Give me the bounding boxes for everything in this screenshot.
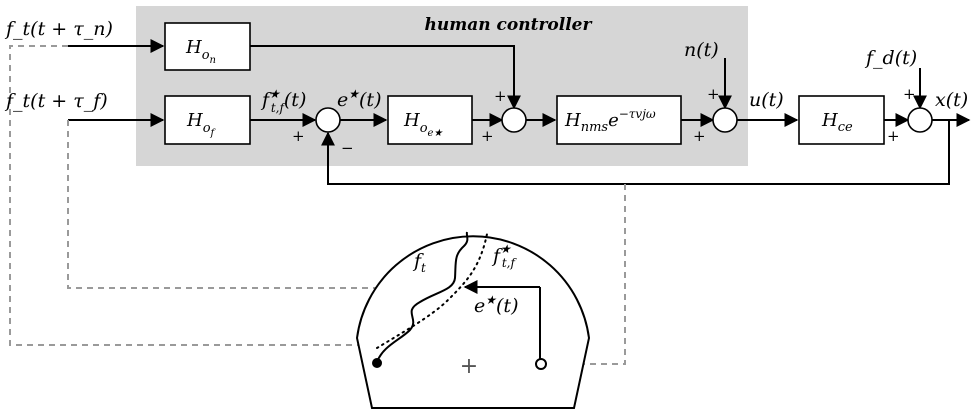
sign-sum2-top-plus: + — [494, 87, 507, 105]
svg-text:Hce: Hce — [821, 110, 853, 135]
screen-center-marker: + — [460, 354, 478, 379]
target-trajectory — [376, 231, 469, 363]
block-h-ce: Hce — [798, 95, 885, 145]
sign-sum3-top-plus: + — [707, 85, 720, 103]
display-screen — [355, 235, 591, 409]
block-ho-f: Hof — [164, 95, 251, 145]
sign-sum4-top-plus: + — [903, 85, 916, 103]
svg-text:Hnmse−τvjω: Hnmse−τvjω — [564, 107, 656, 135]
human-controller-label: human controller — [425, 15, 593, 35]
block-ho-e: Hoe★ — [387, 95, 473, 145]
sign-sum3-left-plus: + — [693, 127, 706, 145]
error-signal-label: e★(t) — [337, 87, 381, 111]
link-far-preview — [67, 120, 444, 294]
display-filtered-label: f★t,f — [491, 242, 517, 270]
sign-sum1-minus: − — [341, 139, 354, 157]
sum-junction-noise — [712, 107, 738, 133]
display-error-label: e★(t) — [474, 293, 518, 317]
target-marker — [372, 358, 382, 368]
block-h-nms: Hnmse−τvjω — [556, 95, 682, 145]
disturbance-label: f_d(t) — [864, 47, 917, 69]
sign-sum4-left-plus: + — [887, 127, 900, 145]
svg-text:Hof: Hof — [186, 110, 217, 139]
filtered-trajectory — [376, 233, 488, 349]
sign-sum2-left-plus: + — [481, 127, 494, 145]
wire-hon-to-sum2 — [250, 45, 521, 110]
display-target-label: ft — [412, 250, 426, 275]
svg-text:Hoe★: Hoe★ — [403, 110, 443, 139]
sum-junction-preview — [501, 107, 527, 133]
sum-junction-error — [315, 107, 341, 133]
svg-text:Hon: Hon — [185, 37, 216, 66]
wire-feedback — [321, 120, 950, 185]
block-ho-n: Hon — [164, 22, 251, 71]
output-signal-label: x(t) — [935, 89, 968, 111]
filtered-target-label: f★t,f(t) — [260, 87, 306, 115]
sign-sum1-plus: + — [292, 127, 305, 145]
input-far-label: f_t(t + τ_f) — [4, 90, 108, 112]
cursor-marker — [535, 358, 547, 370]
control-signal-label: u(t) — [749, 89, 784, 111]
input-near-label: f_t(t + τ_n) — [4, 18, 113, 40]
noise-label: n(t) — [684, 39, 719, 61]
sum-junction-disturbance — [907, 107, 933, 133]
